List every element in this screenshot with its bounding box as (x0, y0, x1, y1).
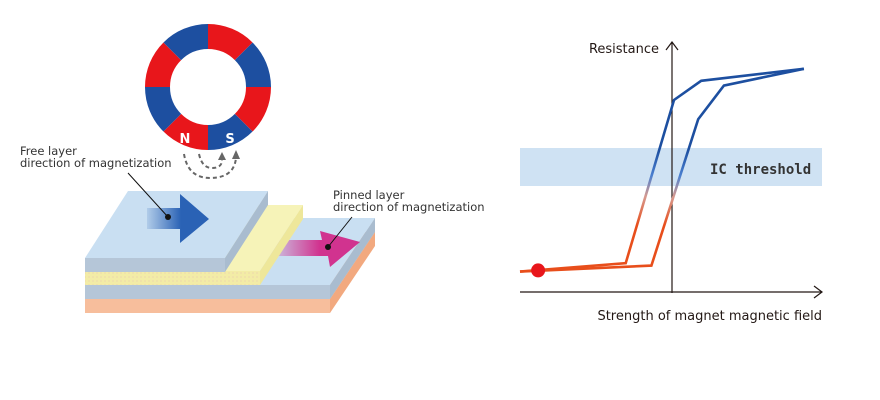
y-axis-label: Resistance (589, 42, 659, 57)
x-axis-arrowhead (813, 285, 823, 299)
free-layer-leader (127, 172, 169, 218)
pinned-layer-front (85, 285, 330, 299)
y-axis-arrowhead (665, 41, 679, 51)
spacer-side (260, 205, 303, 285)
free-layer-front (85, 258, 225, 272)
x-axis-label: Strength of magnet magnetic field (597, 309, 822, 324)
magnet-segment-blue (234, 42, 271, 87)
free-layer-label-line2: direction of magnetization (20, 156, 172, 170)
magnet-south-label: S (225, 132, 234, 147)
magnet-segment-red (145, 42, 182, 87)
state-marker (531, 263, 546, 278)
pinned-layer-label-line2: direction of magnetization (333, 200, 485, 214)
resistance-chart: IC threshold Resistance Strength of magn… (519, 41, 823, 324)
pinned-layer-leader-dot (325, 244, 331, 250)
magnet-segment-blue (208, 113, 253, 150)
rotation-arrowhead-1 (218, 152, 226, 160)
layer-stack (85, 191, 375, 313)
pinned-layer-side (330, 218, 375, 299)
substrate-side (330, 232, 375, 313)
magnet-segment-red (163, 113, 208, 150)
series-line-increasing (519, 67, 805, 273)
magnet-segment-red (234, 87, 271, 132)
ic-threshold-label: IC threshold (710, 162, 811, 178)
spacer-front (85, 271, 260, 285)
substrate-front (85, 299, 330, 313)
free-arrow (147, 194, 209, 243)
pinned-layer-label-line1: Pinned layer (333, 188, 405, 202)
ring-magnet (145, 24, 271, 150)
pinned-layer-leader (327, 216, 353, 248)
free-layer-side (225, 191, 268, 272)
series-line-decreasing (519, 67, 805, 273)
magnet-segment-blue (163, 24, 208, 61)
rotation-arrowhead-2 (232, 150, 240, 159)
magnet-segment-blue (145, 87, 182, 132)
free-layer-label-line1: Free layer (20, 144, 77, 158)
magnet-north-label: N (180, 132, 191, 147)
rotation-arrows-icon (183, 153, 237, 180)
ic-threshold-band (520, 148, 822, 186)
magnet-segment-red (208, 24, 253, 61)
free-layer-leader-dot (165, 214, 171, 220)
pinned-arrow (270, 231, 360, 267)
